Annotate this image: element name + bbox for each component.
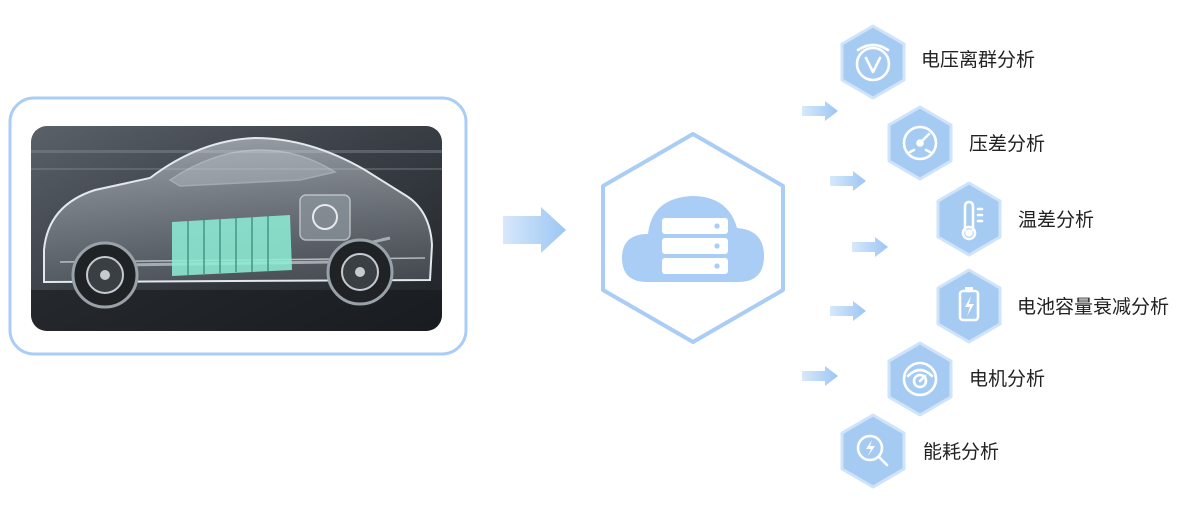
branch-arrow-5 (802, 366, 838, 386)
branch-arrow-4 (830, 301, 866, 321)
main-arrow (503, 207, 566, 253)
branch-arrow-2 (830, 171, 866, 191)
analysis-node-battery-capacity (936, 268, 1002, 344)
thermometer-icon (961, 200, 984, 241)
cloud-server-icon (622, 196, 764, 282)
gauge-icon (902, 125, 938, 161)
analysis-node-motor (887, 341, 953, 417)
branch-arrows (802, 101, 888, 386)
car-battery-photo (31, 126, 442, 331)
analysis-label-pressure-diff: 压差分析 (969, 133, 1046, 155)
source-panel (8, 96, 468, 356)
analysis-node-voltage (840, 24, 906, 100)
analysis-node-energy-consumption (840, 413, 906, 489)
motor-icon (902, 361, 938, 397)
analysis-label-voltage: 电压离群分析 (921, 49, 1036, 71)
analysis-label-energy-consumption: 能耗分析 (923, 441, 1000, 463)
branch-arrow-3 (852, 237, 888, 257)
branch-arrow-1 (802, 101, 838, 121)
battery-pack (172, 215, 292, 276)
front-wheel (326, 238, 394, 306)
analysis-node-temperature-diff (936, 181, 1002, 257)
cloud-server-hub (601, 132, 785, 344)
analysis-label-temperature-diff: 温差分析 (1018, 209, 1095, 231)
battery-charge-icon (958, 287, 980, 322)
voltage-v-icon (855, 43, 891, 82)
car-body-outline (43, 136, 434, 284)
analysis-label-battery-capacity: 电池容量衰减分析 (1017, 296, 1170, 318)
energy-search-icon (856, 434, 889, 467)
analysis-node-pressure-diff (887, 105, 953, 181)
rear-wheel (71, 241, 139, 309)
analysis-label-motor: 电机分析 (969, 368, 1046, 390)
